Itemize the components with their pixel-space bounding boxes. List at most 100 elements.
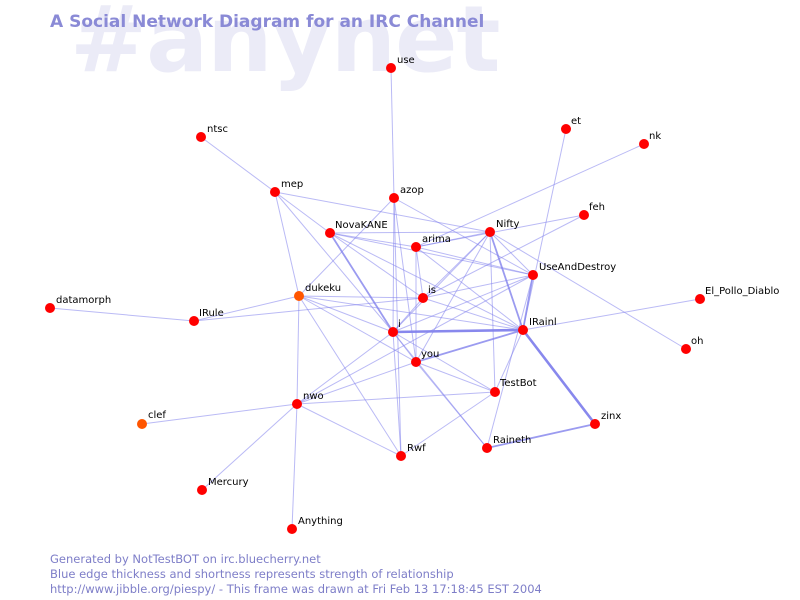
node-label-azop: azop: [400, 185, 424, 196]
edge-i-nwo: [296, 331, 394, 405]
node-dot-ntsc[interactable]: [196, 132, 206, 142]
footer: Generated by NotTestBOT on irc.bluecherr…: [50, 552, 542, 597]
node-label-is: is: [428, 285, 436, 296]
node-label-nifty: Nifty: [496, 219, 520, 230]
edge-dukeku-i: [298, 295, 394, 333]
node-nk[interactable]: nk: [639, 131, 661, 149]
node-dot-testbot[interactable]: [490, 387, 500, 397]
diagram-title: A Social Network Diagram for an IRC Chan…: [50, 12, 485, 32]
node-label-datamorph: datamorph: [56, 295, 111, 306]
node-dot-rwf[interactable]: [396, 451, 406, 461]
node-dot-azop[interactable]: [389, 193, 399, 203]
edge-el_pollo-irainl: [522, 298, 701, 331]
node-dot-useanddestroy[interactable]: [528, 270, 538, 280]
node-ntsc[interactable]: ntsc: [196, 124, 228, 142]
node-novakane[interactable]: NovaKANE: [325, 220, 388, 238]
node-dot-dukeku[interactable]: [294, 291, 304, 301]
node-testbot[interactable]: TestBot: [490, 378, 537, 397]
node-i[interactable]: i: [388, 319, 401, 337]
node-dot-arima[interactable]: [411, 242, 421, 252]
node-clef[interactable]: clef: [137, 410, 166, 429]
edge-i-irainl: [391, 328, 525, 334]
node-dot-novakane[interactable]: [325, 228, 335, 238]
node-label-i: i: [398, 319, 401, 330]
node-rwf[interactable]: Rwf: [396, 443, 426, 461]
edge-mep-dukeku: [274, 191, 300, 297]
node-label-raineth: Raineth: [493, 435, 531, 446]
node-zinx[interactable]: zinx: [590, 411, 621, 429]
node-el_pollo[interactable]: El_Pollo_Diablo: [695, 286, 779, 304]
node-label-mercury: Mercury: [208, 477, 249, 488]
node-oh[interactable]: oh: [681, 336, 703, 354]
footer-source-link[interactable]: http://www.jibble.org/piespy/ - This fra…: [50, 582, 542, 596]
edge-you-testbot: [415, 361, 496, 393]
edge-ntsc-mep: [200, 136, 276, 193]
node-anything[interactable]: Anything: [287, 516, 343, 534]
node-you[interactable]: you: [411, 349, 439, 367]
node-dot-nifty[interactable]: [485, 227, 495, 237]
edge-raineth-zinx: [486, 423, 596, 449]
node-dot-nwo[interactable]: [292, 399, 302, 409]
node-dot-is[interactable]: [418, 293, 428, 303]
edge-nifty-is: [422, 231, 491, 299]
node-dot-oh[interactable]: [681, 344, 691, 354]
node-dot-nk[interactable]: [639, 139, 649, 149]
edge-is-irainl: [422, 297, 524, 331]
node-arima[interactable]: arima: [411, 234, 451, 252]
node-dot-use[interactable]: [386, 63, 396, 73]
node-useanddestroy[interactable]: UseAndDestroy: [528, 262, 616, 280]
edge-novakane-i: [329, 232, 394, 333]
edge-azop-dukeku: [298, 197, 395, 297]
node-dot-i[interactable]: [388, 327, 398, 337]
node-label-feh: feh: [589, 202, 605, 213]
node-use[interactable]: use: [386, 55, 415, 73]
edge-nwo-clef: [141, 403, 298, 425]
node-label-clef: clef: [148, 410, 166, 421]
node-dot-mercury[interactable]: [197, 485, 207, 495]
node-dot-clef[interactable]: [137, 419, 147, 429]
node-label-oh: oh: [691, 336, 703, 347]
node-dot-irule[interactable]: [189, 316, 199, 326]
node-label-use: use: [397, 55, 415, 66]
edge-dukeku-irainl: [298, 295, 524, 331]
node-nwo[interactable]: nwo: [292, 391, 324, 409]
node-label-nwo: nwo: [303, 391, 324, 402]
node-label-ntsc: ntsc: [207, 124, 228, 135]
node-dot-anything[interactable]: [287, 524, 297, 534]
node-feh[interactable]: feh: [579, 202, 605, 220]
node-dot-el_pollo[interactable]: [695, 294, 705, 304]
node-dot-zinx[interactable]: [590, 419, 600, 429]
node-dot-raineth[interactable]: [482, 443, 492, 453]
node-dukeku[interactable]: dukeku: [294, 283, 341, 301]
footer-generated-by: Generated by NotTestBOT on irc.bluecherr…: [50, 552, 321, 566]
node-irainl[interactable]: IRainl: [518, 317, 557, 335]
edge-irule-is: [193, 297, 424, 322]
edge-et-irainl: [522, 128, 567, 331]
node-et[interactable]: et: [561, 116, 581, 134]
node-is[interactable]: is: [418, 285, 436, 303]
node-dot-feh[interactable]: [579, 210, 589, 220]
node-label-you: you: [421, 349, 439, 360]
channel-watermark: #anynet: [70, 0, 501, 93]
node-nifty[interactable]: Nifty: [485, 219, 520, 237]
node-raineth[interactable]: Raineth: [482, 435, 531, 453]
node-datamorph[interactable]: datamorph: [45, 295, 111, 313]
edge-arima-useanddestroy: [415, 246, 534, 276]
node-irule[interactable]: IRule: [189, 308, 224, 326]
edge-useanddestroy-i: [392, 274, 534, 333]
node-azop[interactable]: azop: [389, 185, 424, 203]
node-dot-irainl[interactable]: [518, 325, 528, 335]
node-mep[interactable]: mep: [270, 179, 303, 197]
node-dot-datamorph[interactable]: [45, 303, 55, 313]
node-mercury[interactable]: Mercury: [197, 477, 249, 495]
node-dot-et[interactable]: [561, 124, 571, 134]
edge-testbot-rwf: [400, 391, 496, 457]
edge-use-azop: [390, 67, 395, 199]
node-dot-you[interactable]: [411, 357, 421, 367]
node-dot-mep[interactable]: [270, 187, 280, 197]
edge-irule-dukeku: [193, 295, 300, 322]
node-label-irainl: IRainl: [529, 317, 557, 328]
edge-novakane-is: [329, 232, 424, 299]
